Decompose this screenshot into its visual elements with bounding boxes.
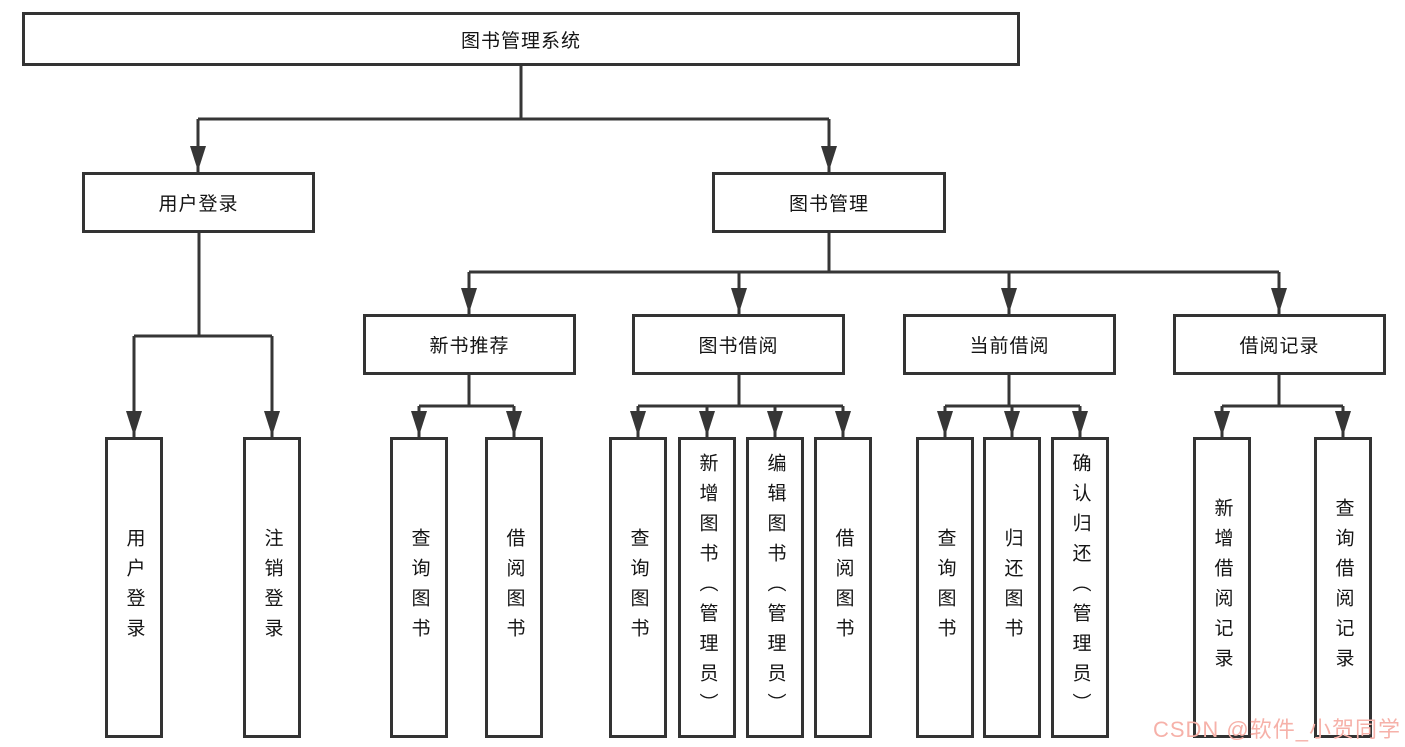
node-book-management-branch: 图书管理 — [712, 172, 946, 233]
node-label: 归还图书 — [1001, 527, 1023, 648]
leaf-edit-book-admin: 编辑图书（管理员） — [746, 437, 804, 738]
node-label: 借阅图书 — [832, 527, 854, 648]
leaf-recommend-query-book: 查询图书 — [390, 437, 448, 738]
node-current-borrow: 当前借阅 — [903, 314, 1116, 375]
node-label: 图书管理系统 — [460, 30, 581, 52]
node-label: 新增借阅记录 — [1211, 497, 1233, 678]
leaf-add-borrow-record: 新增借阅记录 — [1193, 437, 1251, 738]
leaf-confirm-return-admin: 确认归还（管理员） — [1051, 437, 1109, 738]
node-system-root: 图书管理系统 — [22, 12, 1020, 66]
node-label: 借阅记录 — [1239, 336, 1320, 357]
node-label: 编辑图书（管理员） — [764, 452, 786, 723]
leaf-return-book: 归还图书 — [983, 437, 1041, 738]
leaf-add-book-admin: 新增图书（管理员） — [678, 437, 736, 738]
node-label: 注销登录 — [261, 527, 283, 648]
leaf-user-login: 用户登录 — [105, 437, 163, 738]
node-label: 确认归还（管理员） — [1069, 452, 1091, 723]
node-label: 图书管理 — [788, 194, 869, 215]
node-label: 查询借阅记录 — [1332, 497, 1354, 678]
csdn-watermark: CSDN @软件_小贺同学 — [1152, 717, 1401, 742]
node-label: 图书借阅 — [698, 336, 779, 357]
leaf-current-query-book: 查询图书 — [916, 437, 974, 738]
node-label: 查询图书 — [934, 527, 956, 648]
node-label: 用户登录 — [158, 194, 239, 215]
leaf-query-borrow-record: 查询借阅记录 — [1314, 437, 1372, 738]
node-label: 借阅图书 — [503, 527, 525, 648]
node-borrow-record: 借阅记录 — [1173, 314, 1386, 375]
node-user-login-branch: 用户登录 — [82, 172, 315, 233]
leaf-borrow-query-book: 查询图书 — [609, 437, 667, 738]
node-label: 新增图书（管理员） — [696, 452, 718, 723]
leaf-recommend-borrow-book: 借阅图书 — [485, 437, 543, 738]
node-label: 当前借阅 — [969, 336, 1050, 357]
node-label: 用户登录 — [123, 527, 145, 648]
node-new-book-recommend: 新书推荐 — [363, 314, 576, 375]
leaf-logout: 注销登录 — [243, 437, 301, 738]
node-label: 新书推荐 — [429, 336, 510, 357]
node-label: 查询图书 — [408, 527, 430, 648]
node-label: 查询图书 — [627, 527, 649, 648]
leaf-borrow-book: 借阅图书 — [814, 437, 872, 738]
node-book-borrow: 图书借阅 — [632, 314, 845, 375]
